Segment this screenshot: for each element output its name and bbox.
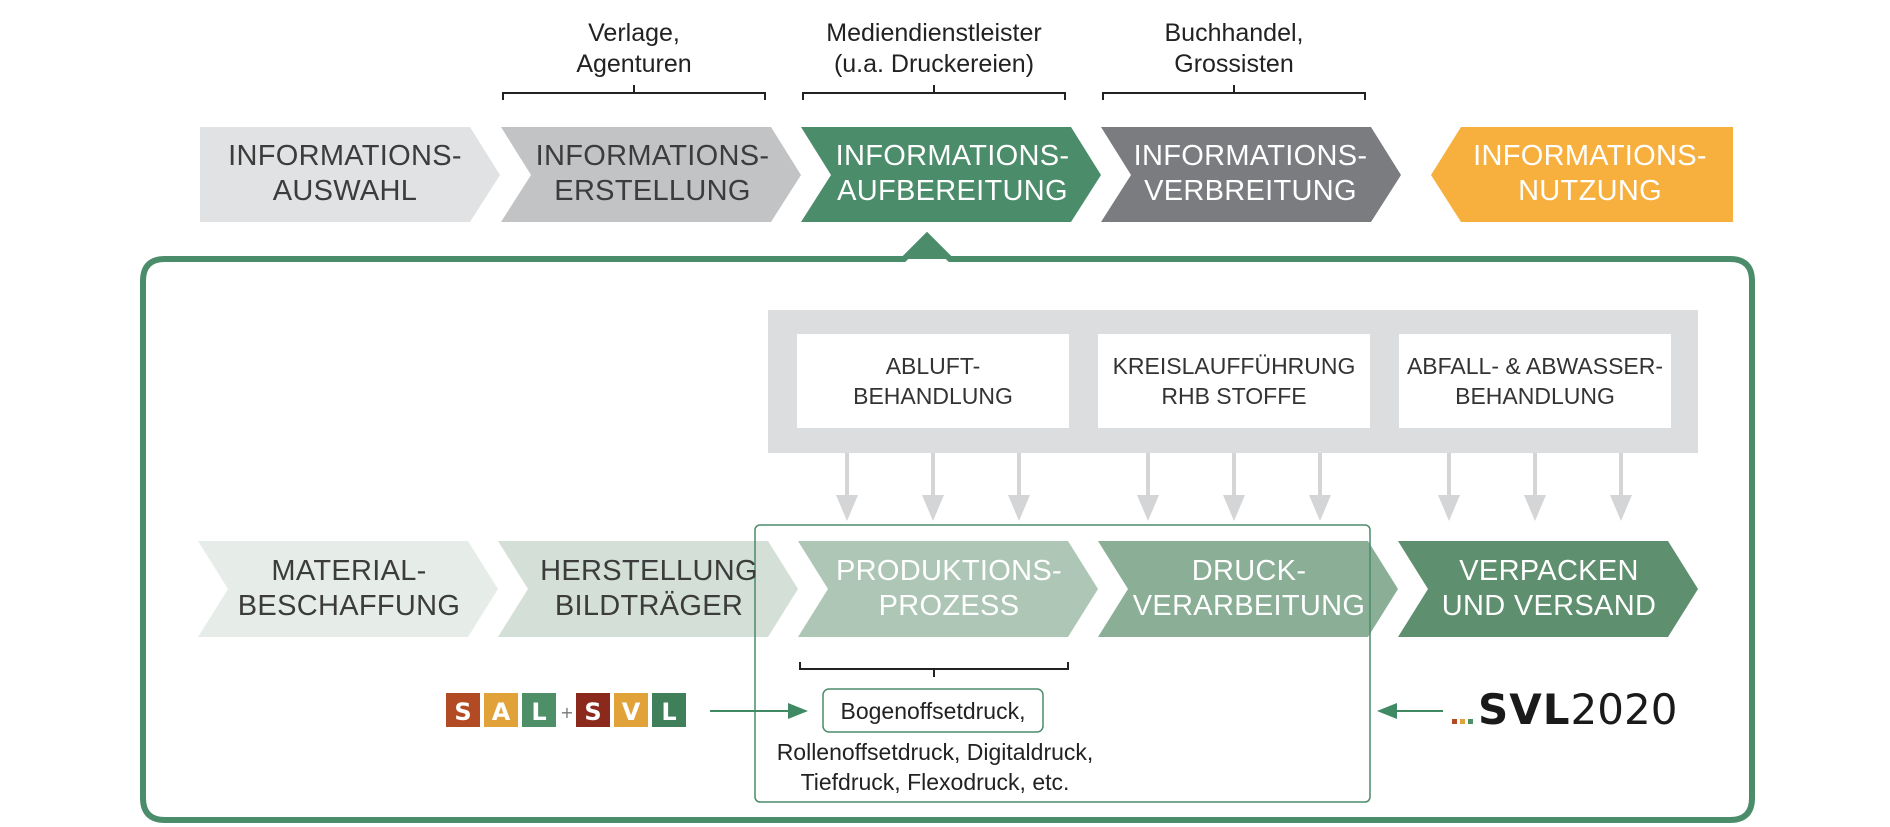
logo-tile	[576, 693, 610, 727]
logo-tile	[446, 693, 480, 727]
logo-tile	[522, 693, 556, 727]
support-arrow-head	[1137, 495, 1159, 521]
support-box-abfall	[1399, 334, 1671, 428]
brace-production	[799, 662, 1069, 677]
support-arrow-head	[1524, 495, 1546, 521]
logo-tile	[652, 693, 686, 727]
brace-buchhandel	[1102, 85, 1366, 100]
production-highlight-frame	[754, 524, 1371, 803]
svl2020-dots	[1452, 719, 1473, 724]
support-arrow-head	[922, 495, 944, 521]
top-label-buchhandel: Buchhandel, Grossisten	[1164, 19, 1304, 78]
logo-dot	[1452, 719, 1457, 724]
support-label-abluft: ABLUFT-BEHANDLUNG	[853, 353, 1013, 409]
support-label-abfall: ABFALL- & ABWASSER-BEHANDLUNG	[1406, 353, 1664, 409]
prod-chevron-produktion	[798, 541, 1098, 637]
svl-year-text: 2020	[1570, 685, 1678, 734]
brace-mediendienstleister	[802, 85, 1066, 100]
top-chevron-label-verbreitung: INFORMATIONS-VERBREITUNG	[1133, 140, 1368, 207]
top-chevron-verbreitung	[1101, 127, 1401, 222]
logo-letter: V	[622, 698, 641, 726]
support-arrow-head	[836, 495, 858, 521]
top-chevron-label-aufbereitung: INFORMATIONS-AUFBEREITUNG	[835, 140, 1070, 207]
prod-label-produktion: PRODUKTIONS-PROZESS	[836, 555, 1062, 622]
top-chevron-erstellung	[501, 127, 801, 222]
arrow-from-left-logo	[710, 703, 808, 719]
logo-dot	[1460, 719, 1465, 724]
support-arrow-head	[1309, 495, 1331, 521]
svl-brand-text: SVL	[1478, 685, 1571, 734]
top-label-verlage: Verlage, Agenturen	[576, 19, 692, 78]
support-arrow-head	[1610, 495, 1632, 521]
logo-tile	[614, 693, 648, 727]
top-chevron-label-auswahl: INFORMATIONS-AUSWAHL	[228, 140, 462, 207]
support-box-abluft	[797, 334, 1069, 428]
logo-letter: S	[584, 698, 601, 726]
support-arrow-head	[1008, 495, 1030, 521]
support-arrows	[836, 453, 1632, 521]
top-chevron-label-nutzung: INFORMATIONS-NUTZUNG	[1473, 140, 1707, 207]
brace-verlage	[502, 85, 766, 100]
top-chevron-nutzung	[1431, 127, 1733, 222]
process-line-2: Rollenoffsetdruck, Digitaldruck,	[776, 739, 1094, 765]
top-chevron-aufbereitung	[801, 127, 1101, 222]
arrow-from-right-logo	[1377, 703, 1443, 719]
support-arrow-head	[1223, 495, 1245, 521]
prod-label-druckverarbeitung: DRUCK-VERARBEITUNG	[1132, 555, 1366, 622]
logo-letter: L	[531, 698, 546, 726]
logo-tile	[484, 693, 518, 727]
logo-letter: A	[492, 698, 511, 726]
detail-frame	[140, 231, 1755, 823]
prod-chevron-material	[198, 541, 498, 637]
prod-chevron-druckverarbeitung	[1098, 541, 1398, 637]
highlighted-process-box	[822, 688, 1044, 733]
svl2020-logo: SVL2020	[1478, 684, 1677, 737]
process-line-3: Tiefdruck, Flexodruck, etc.	[800, 769, 1070, 795]
logo-letter: S	[454, 698, 471, 726]
logo-plus: +	[560, 703, 573, 722]
prod-chevron-herstellung	[498, 541, 798, 637]
frame-pointer	[904, 236, 950, 259]
process-highlighted: Bogenoffsetdruck,	[840, 698, 1026, 724]
logo-dot	[1468, 719, 1473, 724]
support-arrow-head	[1438, 495, 1460, 521]
top-chevron-auswahl	[200, 127, 500, 222]
top-chevron-label-erstellung: INFORMATIONS-ERSTELLUNG	[535, 140, 770, 207]
top-label-mediendienstleister: Mediendienstleister (u.a. Druckereien)	[826, 19, 1042, 78]
logo-letter: L	[661, 698, 676, 726]
prod-label-material: MATERIAL-BESCHAFFUNG	[237, 555, 461, 622]
prod-chevron-verpacken	[1398, 541, 1698, 637]
support-box-kreislauf	[1098, 334, 1370, 428]
